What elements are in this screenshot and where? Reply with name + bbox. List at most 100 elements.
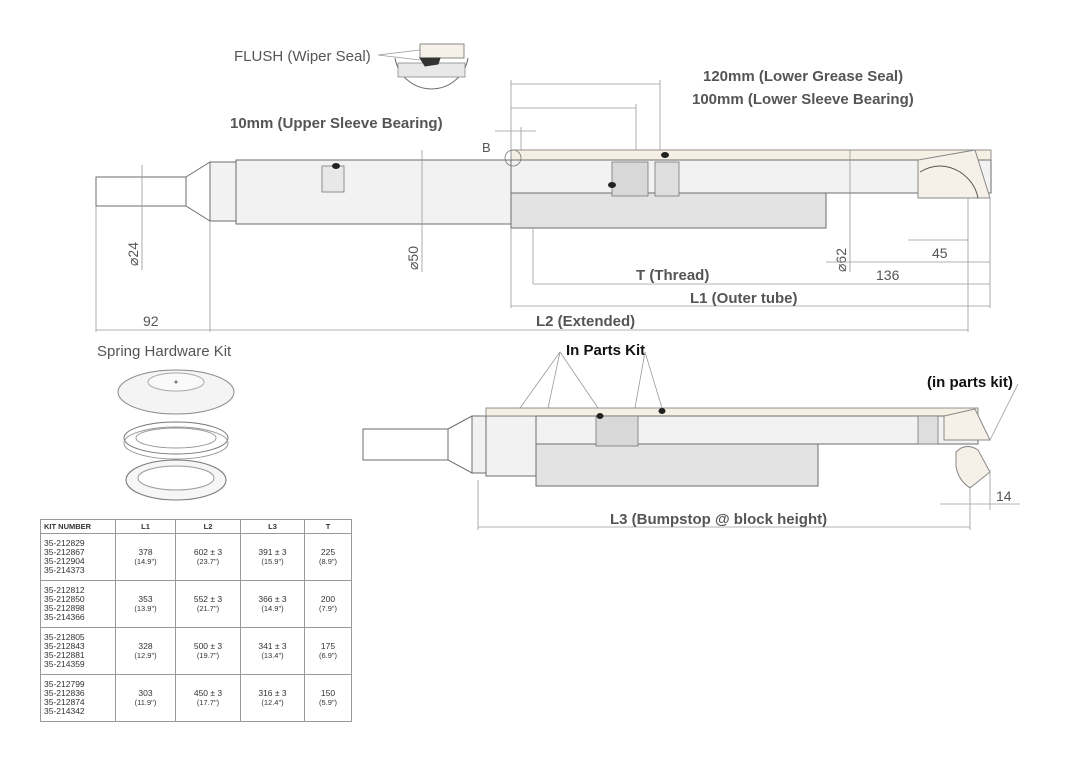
kit-number: 35-212867 [44,547,85,557]
l2-in: (21.7") [196,604,220,613]
length-dim-lines [95,198,991,332]
kit-number: 35-212843 [44,641,85,651]
table-row: 35-212829 35-212867 35-212904 35-214373 … [40,533,352,581]
cell-l1: 328(12.9") [115,627,176,675]
t-in: (8.9") [318,557,338,566]
table-header-row: KIT NUMBER L1 L2 L3 T [40,519,352,534]
kit-number: 35-212904 [44,556,85,566]
l2-in: (23.7") [196,557,220,566]
spring-hardware-kit [117,369,235,501]
l3-in: (13.4") [261,651,284,660]
diameter-62: ⌀62 [833,248,849,272]
cell-l2: 450 ± 3(17.7") [175,674,241,722]
kit-number: 35-214359 [44,659,85,669]
grease-seal-label: 120mm (Lower Grease Seal) [703,68,903,85]
flush-detail [377,43,469,90]
dim-92: 92 [143,313,159,329]
l1-in: (12.9") [134,651,157,660]
l3-mm: 316 ± 3 [258,688,287,698]
t-mm: 175 [320,641,336,651]
cell-t: 225(8.9") [304,533,352,581]
bottom-shock-body [362,407,991,489]
l2-mm: 500 ± 3 [193,641,223,651]
table-row: 35-212805 35-212843 35-212881 35-214359 … [40,627,352,675]
kit-numbers: 35-212805 35-212843 35-212881 35-214359 [40,627,116,675]
diameter-markers [141,150,851,272]
l1-in: (14.9") [134,557,157,566]
l2-in: (19.7") [196,651,220,660]
extended-label: L2 (Extended) [536,313,635,330]
outer-tube-label: L1 (Outer tube) [690,290,798,307]
thread-label: T (Thread) [636,267,709,284]
l2-mm: 552 ± 3 [193,594,223,604]
table-row: 35-212812 35-212850 35-212898 35-214366 … [40,580,352,628]
kit-number: 35-214366 [44,612,85,622]
kit-number: 35-212799 [44,679,85,689]
kit-number: 35-212850 [44,594,85,604]
dim-136: 136 [876,267,900,283]
l1-mm: 303 [138,688,153,698]
cell-t: 175(6.9") [304,627,352,675]
dim-45: 45 [932,245,948,261]
kit-numbers: 35-212829 35-212867 35-212904 35-214373 [40,533,116,581]
table-row: 35-212799 35-212836 35-212874 35-214342 … [40,674,352,722]
kit-table: KIT NUMBER L1 L2 L3 T 35-212829 35-21286… [40,519,352,722]
l1-in: (11.9") [134,698,157,707]
kit-number: 35-212881 [44,650,85,660]
in-parts-kit-small-label: (in parts kit) [927,374,1013,391]
callout-dim-lines [495,80,661,150]
l3-mm: 341 ± 3 [258,641,287,651]
l3-in: (14.9") [261,604,284,613]
top-shock-body [95,149,992,229]
t-in: (6.9") [318,651,338,660]
cell-t: 150(5.9") [304,674,352,722]
t-mm: 200 [320,594,336,604]
diameter-24: ⌀24 [125,242,141,266]
t-mm: 225 [320,547,336,557]
kit-number: 35-212836 [44,688,85,698]
bumpstop-label: L3 (Bumpstop @ block height) [610,511,827,528]
in-parts-kit-label: In Parts Kit [566,342,645,359]
l3-in: (15.9") [261,557,284,566]
kit-number: 35-214342 [44,706,85,716]
spring-kit-label: Spring Hardware Kit [97,343,232,360]
diameter-50: ⌀50 [405,246,421,270]
kit-number: 35-214373 [44,565,85,575]
cell-l2: 500 ± 3(19.7") [175,627,241,675]
kit-number: 35-212812 [44,585,85,595]
cell-l3: 366 ± 3(14.9") [240,580,305,628]
cell-l3: 391 ± 3(15.9") [240,533,305,581]
cell-l1: 353(13.9") [115,580,176,628]
parts-kit-leaders [519,351,1019,441]
cell-l3: 316 ± 3(12.4") [240,674,305,722]
l1-mm: 328 [138,641,153,651]
header-l3: L3 [240,519,305,534]
kit-number: 35-212829 [44,538,85,548]
dim-14: 14 [996,488,1012,504]
l1-mm: 378 [138,547,153,557]
t-in: (5.9") [318,698,338,707]
l2-mm: 450 ± 3 [193,688,223,698]
detail-b-label: B [482,140,491,155]
cell-l1: 378(14.9") [115,533,176,581]
kit-number: 35-212805 [44,632,85,642]
l1-in: (13.9") [134,604,157,613]
l1-mm: 353 [138,594,153,604]
flush-label: FLUSH (Wiper Seal) [234,48,371,65]
bottom-dim-lines [477,470,1020,530]
l3-mm: 366 ± 3 [258,594,287,604]
kit-numbers: 35-212812 35-212850 35-212898 35-214366 [40,580,116,628]
l3-in: (12.4") [261,698,284,707]
header-t: T [304,519,352,534]
l2-mm: 602 ± 3 [193,547,223,557]
sleeve-bearing-upper-label: 10mm (Upper Sleeve Bearing) [230,115,443,132]
cell-l2: 602 ± 3(23.7") [175,533,241,581]
kit-number: 35-212874 [44,697,85,707]
cell-l3: 341 ± 3(13.4") [240,627,305,675]
t-in: (7.9") [318,604,338,613]
t-mm: 150 [320,688,336,698]
header-l1: L1 [115,519,176,534]
l2-in: (17.7") [196,698,220,707]
sleeve-bearing-lower-label: 100mm (Lower Sleeve Bearing) [692,91,914,108]
